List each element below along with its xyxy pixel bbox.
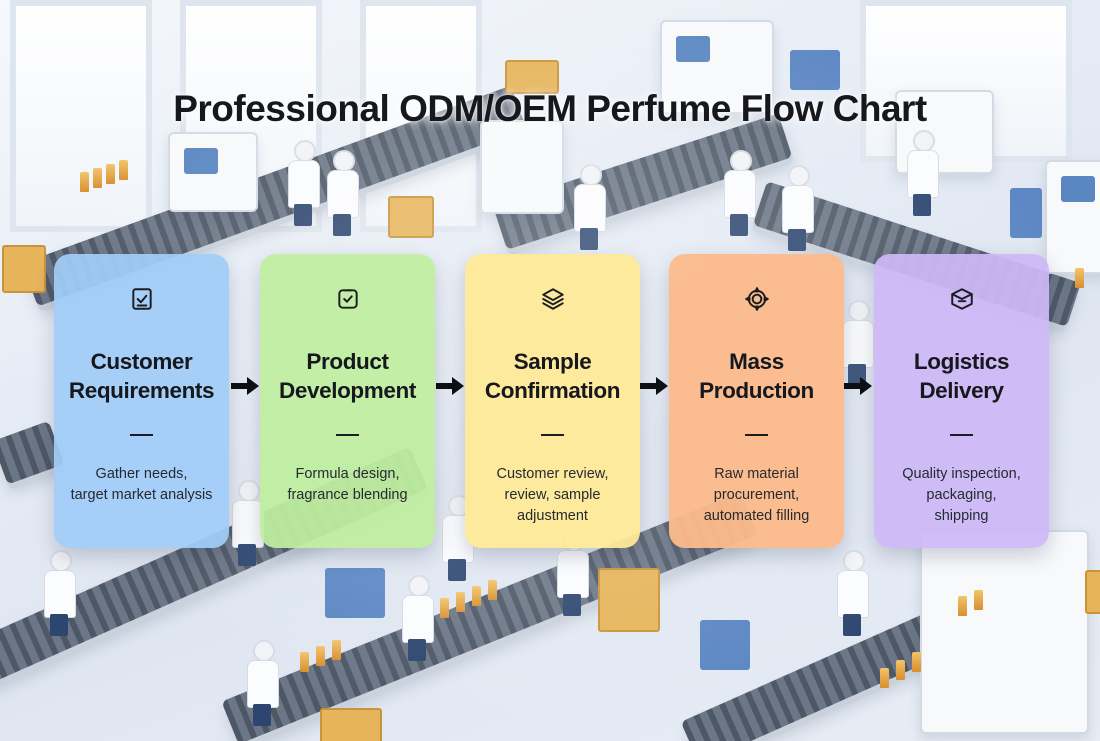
cardboard-box xyxy=(388,196,434,238)
step-card-customer-requirements: Customer Requirements Gather needs, targ… xyxy=(54,254,229,548)
cardboard-box xyxy=(2,245,46,293)
cardboard-box xyxy=(320,708,382,741)
perfume-bottle xyxy=(488,580,497,600)
factory-worker xyxy=(245,640,279,726)
factory-window xyxy=(10,0,152,232)
perfume-bottle xyxy=(912,652,921,672)
perfume-bottle xyxy=(472,586,481,606)
factory-worker xyxy=(572,164,606,250)
arrow-right-icon xyxy=(436,377,464,395)
page-title: Professional ODM/OEM Perfume Flow Chart xyxy=(173,88,927,129)
step-title: Sample Confirmation xyxy=(484,349,621,403)
arrow-right-icon xyxy=(640,377,668,395)
step-title: Product Development xyxy=(279,349,416,403)
cardboard-box xyxy=(1085,570,1100,614)
step-title: Mass Production xyxy=(699,349,814,403)
perfume-bottle xyxy=(80,172,89,192)
divider xyxy=(950,434,973,436)
factory-window xyxy=(360,0,482,232)
factory-worker xyxy=(780,165,814,251)
step-description: Gather needs, target market analysis xyxy=(70,466,213,503)
factory-worker xyxy=(230,480,264,566)
step-description: Quality inspection, packaging, shipping xyxy=(902,466,1021,524)
cardboard-box xyxy=(598,568,660,632)
divider xyxy=(541,434,564,436)
perfume-bottle xyxy=(1075,268,1084,288)
cardboard-box xyxy=(505,60,559,94)
arrow-right-icon xyxy=(231,377,259,395)
checklist-icon xyxy=(131,288,152,310)
perfume-bottle xyxy=(958,596,967,616)
perfume-bottle xyxy=(300,652,309,672)
step-card-sample-confirmation: Sample Confirmation Customer review, rev… xyxy=(465,254,640,548)
factory-worker xyxy=(325,150,359,236)
step-card-logistics-delivery: Logistics Delivery Quality inspection, p… xyxy=(874,254,1049,548)
perfume-bottle xyxy=(119,160,128,180)
perfume-bottle xyxy=(332,640,341,660)
step-card-product-development: Product Development Formula design, frag… xyxy=(260,254,435,548)
perfume-bottle xyxy=(880,668,889,688)
factory-worker xyxy=(722,150,756,236)
factory-worker xyxy=(840,300,874,386)
perfume-bottle xyxy=(974,590,983,610)
machine xyxy=(480,120,564,214)
step-description: Formula design, fragrance blending xyxy=(287,466,408,503)
step-card-mass-production: Mass Production Raw material procurement… xyxy=(669,254,844,548)
machine xyxy=(168,132,258,212)
perfume-bottle xyxy=(896,660,905,680)
step-title: Customer Requirements xyxy=(68,349,215,403)
machine xyxy=(1045,160,1100,274)
step-title: Logistics Delivery xyxy=(913,349,1010,403)
check-box-icon xyxy=(337,289,358,309)
layers-icon xyxy=(541,288,564,310)
factory-worker xyxy=(835,550,869,636)
step-description: Raw material procurement, automated fill… xyxy=(703,466,810,524)
divider xyxy=(130,434,153,436)
factory-worker xyxy=(905,130,939,216)
divider xyxy=(336,434,359,436)
storage-bin xyxy=(790,50,840,90)
gear-icon xyxy=(744,287,769,311)
perfume-bottle xyxy=(316,646,325,666)
arrow-right-icon xyxy=(844,377,872,395)
perfume-bottle xyxy=(106,164,115,184)
machine xyxy=(660,20,774,114)
factory-worker xyxy=(286,140,320,226)
perfume-bottle xyxy=(440,598,449,618)
divider xyxy=(745,434,768,436)
perfume-bottle xyxy=(93,168,102,188)
storage-bin xyxy=(325,568,385,618)
storage-bin xyxy=(700,620,750,670)
storage-bin xyxy=(1010,188,1042,238)
perfume-bottle xyxy=(456,592,465,612)
factory-worker xyxy=(400,575,434,661)
factory-worker xyxy=(42,550,76,636)
package-icon xyxy=(950,288,973,310)
step-description: Customer review, review, sample adjustme… xyxy=(496,466,609,524)
